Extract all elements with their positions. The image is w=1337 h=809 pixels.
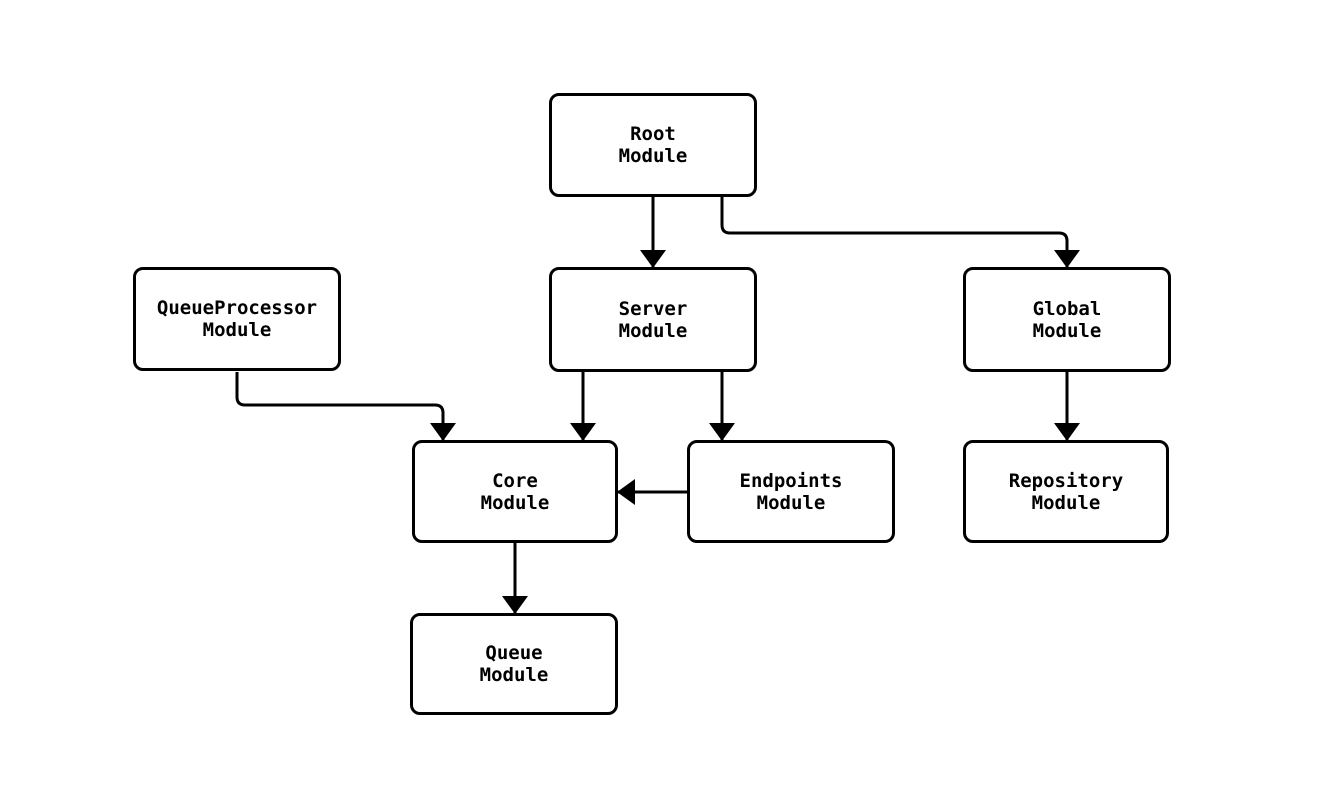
node-label-line: Module [1031,491,1101,514]
node-label-line: Endpoints [739,469,843,492]
node-label-line: Module [756,491,826,514]
node-label-line: Root [630,123,676,145]
node-label-line: QueueProcessor [156,297,318,319]
node-label-line: Module [479,664,549,686]
node-label-line: Module [202,319,272,341]
node-repository-module: Repository Module [963,440,1169,543]
node-label-line: Module [1032,319,1102,342]
node-server-module: Server Module [549,267,757,372]
node-label-line: Repository [1008,469,1124,492]
node-label-line: Module [618,319,688,342]
node-endpoints-module: Endpoints Module [687,440,895,543]
node-label-line: Module [480,491,550,514]
node-label-line: Core [492,469,538,492]
node-global-module: Global Module [963,267,1171,372]
edge-root-to-global [720,197,1080,268]
node-queueprocessor-module: QueueProcessor Module [133,267,341,371]
node-label-line: Module [618,145,688,167]
node-label-line: Global [1032,297,1102,320]
node-root-module: Root Module [549,93,757,197]
node-label-line: Server [618,297,688,320]
node-core-module: Core Module [412,440,618,543]
node-label-line: Queue [485,642,543,664]
node-queue-module: Queue Module [410,613,618,715]
edge-queueprocessor-to-core [235,372,456,441]
